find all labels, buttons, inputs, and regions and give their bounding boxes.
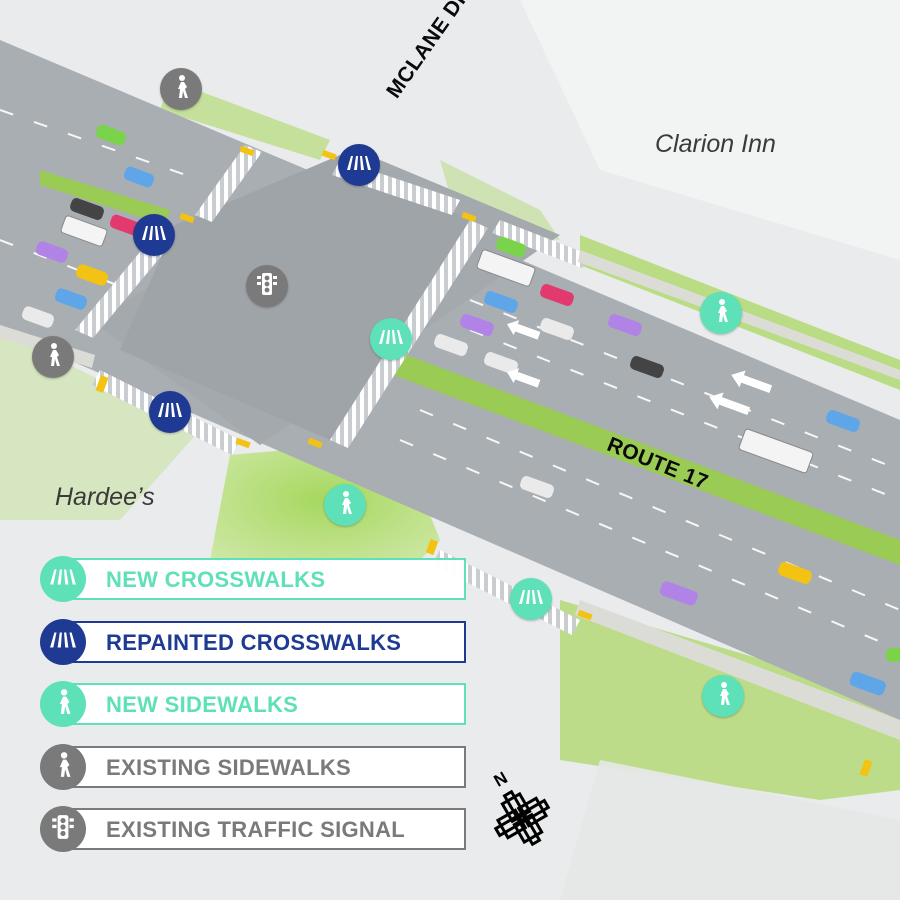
marker-new-crosswalk-east (370, 318, 412, 360)
compass-rose (493, 789, 551, 847)
marker-repainted-crosswalk-southwest (149, 391, 191, 433)
pedestrian-icon (334, 490, 356, 521)
crosswalk-icon (157, 402, 183, 423)
legend-label: EXISTING TRAFFIC SIGNAL (106, 817, 406, 842)
legend-icon (40, 806, 86, 852)
pedestrian-icon (712, 681, 734, 712)
marker-repainted-crosswalk-north (338, 144, 380, 186)
marker-new-sidewalk-southeast (702, 675, 744, 717)
crosswalk-icon (518, 589, 544, 610)
crosswalk-northeast (492, 220, 590, 268)
route-17-median (380, 345, 900, 565)
lane-arrows (507, 320, 773, 415)
marker-new-sidewalk-northeast (700, 292, 742, 334)
legend-box (70, 808, 466, 850)
marker-existing-sidewalk-west (32, 336, 74, 378)
legend-icon (40, 619, 86, 665)
grass-northwest-median (160, 80, 330, 160)
pedestrian-icon (51, 688, 75, 721)
place-label-hardees: Hardee’s (55, 483, 155, 511)
legend-item-repainted-crosswalks: REPAINTED CROSSWALKS (40, 619, 468, 667)
crosswalk-northwest (195, 145, 262, 222)
legend-box (70, 683, 466, 725)
pedestrian-icon (170, 74, 192, 105)
vehicles (21, 124, 900, 696)
route-17-west-median (40, 170, 170, 225)
legend-icon (40, 556, 86, 602)
pedestrian-icon (51, 751, 75, 784)
legend-box (70, 621, 466, 663)
legend-box (70, 746, 466, 788)
crosswalk-icon (346, 155, 372, 176)
crosswalk-icon (378, 329, 404, 350)
faded-area-northeast (520, 0, 900, 260)
legend-icon (40, 744, 86, 790)
legend-label: NEW CROSSWALKS (106, 567, 326, 592)
legend-label: NEW SIDEWALKS (106, 692, 299, 717)
crosswalk-icon (141, 225, 167, 246)
traffic-signal-icon (255, 271, 279, 302)
legend-label: EXISTING SIDEWALKS (106, 755, 351, 780)
legend-item-existing-sidewalks: EXISTING SIDEWALKS (40, 744, 468, 792)
marker-existing-sidewalk-north (160, 68, 202, 110)
crosswalk-icon (49, 631, 77, 654)
pedestrian-icon (710, 298, 732, 329)
crosswalk-west (75, 240, 168, 338)
legend-item-new-crosswalks: NEW CROSSWALKS (40, 556, 468, 604)
curb-ramps (95, 145, 873, 777)
legend-icon (40, 681, 86, 727)
legend-box (70, 558, 466, 600)
place-label-clarion-inn: Clarion Inn (655, 130, 776, 158)
legend-item-new-sidewalks: NEW SIDEWALKS (40, 681, 468, 729)
intersection (120, 155, 470, 440)
marker-new-crosswalk-south (510, 578, 552, 620)
faded-area-southeast (560, 760, 900, 900)
legend-label: REPAINTED CROSSWALKS (106, 630, 402, 655)
traffic-signal-icon (50, 813, 76, 846)
marker-repainted-crosswalk-west (133, 214, 175, 256)
marker-existing-traffic-signal (246, 265, 288, 307)
legend-item-existing-traffic-signal: EXISTING TRAFFIC SIGNAL (40, 806, 468, 854)
pedestrian-icon (42, 342, 64, 373)
marker-new-sidewalk-south (324, 484, 366, 526)
crosswalk-icon (49, 568, 77, 591)
